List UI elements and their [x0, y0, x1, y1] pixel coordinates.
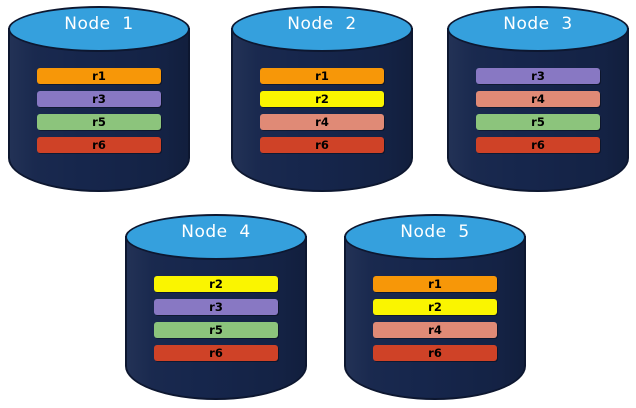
replica-list: r3 r4 r5 r6 — [447, 68, 629, 160]
replica-bar-r1[interactable]: r1 — [260, 68, 384, 84]
replica-bar-r3[interactable]: r3 — [476, 68, 600, 84]
replica-label: r2 — [209, 277, 223, 291]
database-node-2[interactable]: Node 2 r1 r2 r4 r6 — [231, 6, 413, 192]
database-node-5[interactable]: Node 5 r1 r2 r4 r6 — [344, 214, 526, 400]
node-label: Node 1 — [64, 14, 134, 34]
cylinder-body — [231, 28, 413, 192]
replica-list: r2 r3 r5 r6 — [125, 276, 307, 368]
replica-bar-r1[interactable]: r1 — [37, 68, 161, 84]
replica-bar-r6[interactable]: r6 — [476, 137, 600, 153]
replica-bar-r5[interactable]: r5 — [154, 322, 278, 338]
replica-label: r5 — [92, 115, 106, 129]
replica-label: r5 — [531, 115, 545, 129]
replica-label: r3 — [92, 92, 106, 106]
node-label: Node 5 — [400, 222, 470, 242]
replica-label: r3 — [209, 300, 223, 314]
replica-bar-r2[interactable]: r2 — [373, 299, 497, 315]
replica-label: r1 — [315, 69, 329, 83]
replica-bar-r4[interactable]: r4 — [476, 91, 600, 107]
node-label: Node 4 — [181, 222, 251, 242]
replica-label: r4 — [315, 115, 329, 129]
replica-label: r5 — [209, 323, 223, 337]
replica-bar-r6[interactable]: r6 — [260, 137, 384, 153]
replica-label: r6 — [428, 346, 442, 360]
cylinder-top-ellipse — [231, 6, 413, 52]
replica-label: r3 — [531, 69, 545, 83]
cylinder-top-ellipse — [125, 214, 307, 260]
cylinder-top-ellipse — [447, 6, 629, 52]
replica-bar-r5[interactable]: r5 — [476, 114, 600, 130]
cylinder-body — [344, 236, 526, 400]
replica-bar-r4[interactable]: r4 — [373, 322, 497, 338]
replica-bar-r5[interactable]: r5 — [37, 114, 161, 130]
replica-bar-r3[interactable]: r3 — [37, 91, 161, 107]
database-node-4[interactable]: Node 4 r2 r3 r5 r6 — [125, 214, 307, 400]
replica-label: r6 — [92, 138, 106, 152]
replica-label: r4 — [428, 323, 442, 337]
replica-list: r1 r2 r4 r6 — [231, 68, 413, 160]
cylinder-top-ellipse — [8, 6, 190, 52]
database-node-1[interactable]: Node 1 r1 r3 r5 r6 — [8, 6, 190, 192]
replica-label: r6 — [315, 138, 329, 152]
replica-label: r6 — [531, 138, 545, 152]
replica-bar-r2[interactable]: r2 — [260, 91, 384, 107]
replica-label: r4 — [531, 92, 545, 106]
node-label: Node 2 — [287, 14, 357, 34]
replica-bar-r3[interactable]: r3 — [154, 299, 278, 315]
replica-bar-r6[interactable]: r6 — [154, 345, 278, 361]
replica-label: r1 — [428, 277, 442, 291]
replica-bar-r6[interactable]: r6 — [373, 345, 497, 361]
replica-bar-r1[interactable]: r1 — [373, 276, 497, 292]
cylinder-body — [447, 28, 629, 192]
replica-label: r1 — [92, 69, 106, 83]
replica-bar-r6[interactable]: r6 — [37, 137, 161, 153]
cylinder-top-ellipse — [344, 214, 526, 260]
replica-label: r2 — [315, 92, 329, 106]
replica-bar-r4[interactable]: r4 — [260, 114, 384, 130]
node-label: Node 3 — [503, 14, 573, 34]
database-node-3[interactable]: Node 3 r3 r4 r5 r6 — [447, 6, 629, 192]
replica-label: r6 — [209, 346, 223, 360]
replica-bar-r2[interactable]: r2 — [154, 276, 278, 292]
cylinder-body — [125, 236, 307, 400]
replica-label: r2 — [428, 300, 442, 314]
replica-list: r1 r3 r5 r6 — [8, 68, 190, 160]
replica-list: r1 r2 r4 r6 — [344, 276, 526, 368]
